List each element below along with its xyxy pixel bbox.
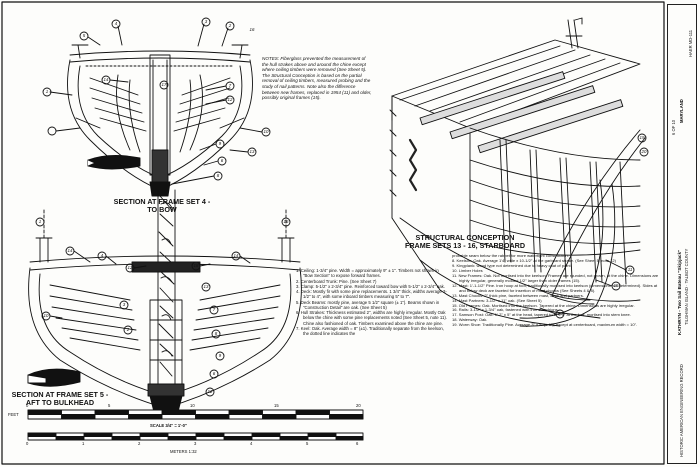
meter-tick: 4 [250,441,253,446]
state-label: MARYLAND [679,99,684,123]
structural-conception-drawing [389,17,649,327]
scale-bar-graphic [27,409,364,441]
meter-tick: 3 [194,441,197,446]
callout-number: 5 [82,33,86,38]
callout-number: 4 [114,21,118,26]
vessel-title: KATHRYN - Two Sail Bateau "Skipjack" [677,249,682,335]
callout-number: 17 [161,82,167,87]
key-item: 14. Mast Partners: 3-1/2" x 11" oak. (Se… [452,297,542,303]
key-item: 2. Centerboard Trunk: Pine. (See Sheet 7… [296,278,377,284]
key-item: 8. Keelson: Oak. Average 1'4" wide x 10-… [452,257,616,263]
key-item: 19. Worm Shoe: Traditionally Pine. Avera… [452,322,638,328]
callout-number: 20 [641,149,647,154]
callout-number: 11 [627,267,633,272]
key-item: 13. Mast Chocks: 2" thick pine, faceted … [452,292,584,298]
callout-number: 12 [227,97,233,102]
callout-number: 8 [216,173,220,178]
notes-text: NOTES: Fiberglass prevented the measurem… [262,56,372,101]
location-label: TILGHMAN ISLAND · TALBOT COUNTY [684,248,689,325]
callout-number: 14 [103,77,109,82]
callout-number: 14 [233,253,239,258]
key-item: 3. Clamp: 5-1/2" x 2-3/4" pine. Reinforc… [296,283,445,289]
callout-number: 13 [249,149,255,154]
meter-tick: 0 [26,441,29,446]
feet-tick: 5 [108,403,111,408]
callout-number: 14 [67,248,73,253]
feet-tick: 0 [26,403,29,408]
meter-tick: 6 [356,441,359,446]
key-item: 6. Hull Strakes: Thickness estimated 2",… [296,310,447,326]
title-block: 6 OF 10 MARYLAND KATHRYN - Two Sail Bate… [667,4,697,464]
key-item: 17. Samson Post: Oak. 1'-2" x 5" at the … [452,312,631,318]
callout-number: 2 [126,327,130,332]
callout-number: 4 [100,253,104,258]
callout-number: 7 [212,307,216,312]
section-frame-5-drawing [27,189,302,413]
agency-label: HISTORIC AMERICAN ENGINEERING RECORD [679,364,684,457]
section4-caption: SECTION AT FRAME SET 4 -TO BOW [113,197,211,214]
key-item: 4. Deck: Mostly fir with some pine repla… [296,289,447,300]
key-item: 15. Old Frames: Oak. Mortised into the k… [452,302,635,308]
callout-number: 15 [613,283,619,288]
meter-tick: 1 [82,441,85,446]
section5-caption: SECTION AT FRAME SET 5 -AFT TO BULKHEAD [11,390,109,407]
key-right: probable seam below the rabbet for more … [452,253,664,328]
callout-number: 16 [283,219,289,224]
callout-number: 7 [228,83,232,88]
callout-number: 19 [639,135,645,140]
callout-number: 10 [263,129,269,134]
callout-number: 18 [193,263,199,268]
callout-number: 2 [228,23,232,28]
callout-number: 10 [43,313,49,318]
hull-drawings [1,1,665,465]
key-item: 12. Mast: 1'-1-1/2" Pine. Iron hoop at f… [452,282,658,293]
meters-label: METERS 1:32 [170,449,197,454]
callout-number: 1 [45,89,49,94]
callout-number: 9 [218,141,222,146]
key-item: 10. Limber Holes [452,267,483,273]
key-item: 9. Kingplank: wood type not determined d… [452,262,572,268]
callout-number: 6 [220,158,224,163]
callout-number: 16 [249,27,255,32]
callout-number: 1 [38,219,42,224]
key-item: 16. Rails: 3-1/2" x 1-3/4" oak, fastened… [452,307,559,313]
key-item: 7. Keel: Oak. Average width = 8" (±1). T… [296,325,444,336]
callout-number: 3 [122,302,126,307]
key-item: 18. Waterway: Oak. [452,317,488,323]
meter-tick: 2 [138,441,141,446]
key-item: 11. New Frames: Oak. Not mortised into t… [452,272,659,283]
callout-number: 12 [127,265,133,270]
key-item: 1. Ceiling: 1-3/4" pine. Width = approxi… [296,268,439,279]
meter-tick: 5 [306,441,309,446]
feet-tick: 15 [274,403,279,408]
key-item: 5. Deck Beams: mostly pine, average 5 1/… [296,299,440,310]
survey-number: HAER MD-111 [688,29,693,57]
callout-number: 8 [214,331,218,336]
callout-number: 12 [207,389,213,394]
callout-number: 13 [557,311,563,316]
section-frame-4-drawing [42,17,271,197]
key-left: 1. Ceiling: 1-3/4" pine. Width = approxi… [296,268,448,336]
key-item: probable seam below the rabbet for more … [452,253,569,258]
callout-number: 9 [218,353,222,358]
callout-number: 6 [212,371,216,376]
feet-ticks: 0 5 10 15 20 [26,403,366,409]
callout-number: 3 [204,19,208,24]
scale-text: SCALE 3/4" = 1'-0" [150,423,187,428]
sheet-number: 6 OF 10 [671,119,676,135]
callout-number: 13 [203,284,209,289]
feet-tick: 20 [356,403,361,408]
feet-tick: 10 [190,403,195,408]
feet-label: FEET [8,412,19,417]
meter-ticks: 0 1 2 3 4 5 6 [26,441,366,447]
